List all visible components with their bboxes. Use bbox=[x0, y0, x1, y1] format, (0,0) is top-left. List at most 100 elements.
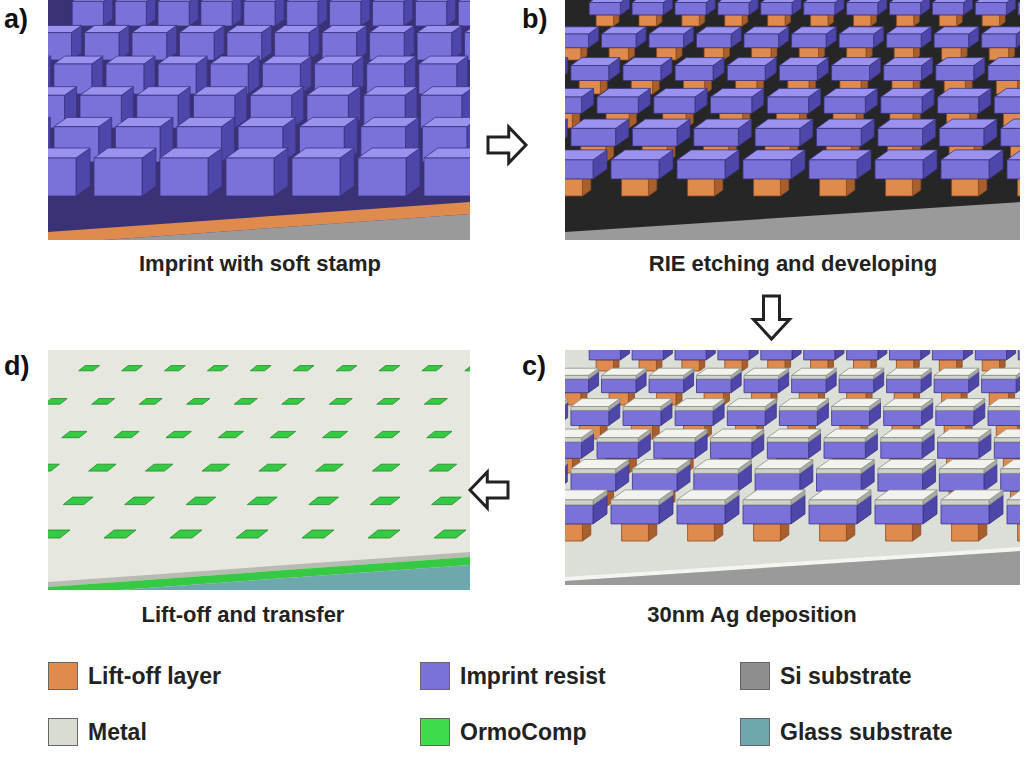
illustration-shape bbox=[887, 368, 932, 375]
illustration-shape bbox=[804, 350, 835, 360]
illustration-shape bbox=[104, 530, 136, 538]
illustration-shape bbox=[89, 464, 117, 471]
illustration-shape bbox=[743, 505, 791, 524]
illustration-shape bbox=[875, 490, 937, 500]
illustration-shape bbox=[1001, 119, 1020, 128]
illustration-shape bbox=[988, 399, 1020, 407]
illustration-shape bbox=[839, 379, 874, 393]
illustration-shape bbox=[744, 375, 779, 379]
illustration-shape bbox=[934, 375, 969, 379]
illustration-shape bbox=[565, 368, 599, 375]
illustration-shape bbox=[1018, 524, 1020, 541]
illustration-shape bbox=[694, 119, 752, 128]
illustration-shape bbox=[988, 411, 1020, 426]
illustration-shape bbox=[1007, 350, 1016, 360]
illustration-shape bbox=[48, 158, 76, 196]
illustration-shape bbox=[727, 58, 776, 66]
illustration-shape bbox=[718, 350, 749, 360]
illustration-shape bbox=[654, 429, 707, 438]
illustration-shape bbox=[964, 350, 973, 360]
illustration-shape bbox=[938, 88, 991, 97]
illustration-shape bbox=[160, 148, 222, 158]
step-caption: Lift-off and transfer bbox=[142, 603, 345, 627]
illustration-shape bbox=[465, 366, 470, 371]
illustration-shape bbox=[1001, 469, 1020, 474]
illustration-shape bbox=[936, 399, 985, 407]
illustration-shape bbox=[878, 119, 936, 128]
illustration-shape bbox=[875, 160, 923, 179]
illustration-shape bbox=[706, 350, 715, 360]
illustration-shape bbox=[743, 160, 791, 179]
illustration-shape bbox=[329, 399, 352, 405]
illustration-shape bbox=[424, 148, 470, 158]
illustration-shape bbox=[571, 128, 616, 146]
illustration-shape bbox=[854, 15, 871, 26]
illustration-shape bbox=[809, 150, 871, 160]
illustration-shape bbox=[654, 88, 707, 97]
illustration-shape bbox=[292, 148, 354, 158]
illustration-shape bbox=[1001, 460, 1020, 469]
process-step-panel: c)30nm Ag deposition bbox=[518, 345, 1025, 635]
illustration-shape bbox=[792, 368, 837, 375]
illustration-shape bbox=[677, 160, 725, 179]
illustration-shape bbox=[315, 56, 364, 64]
illustration-shape bbox=[767, 429, 820, 438]
illustration-shape bbox=[988, 407, 1020, 411]
illustration-shape bbox=[262, 56, 311, 64]
illustration-shape bbox=[939, 128, 984, 146]
illustration-shape bbox=[677, 500, 725, 505]
illustration-shape bbox=[688, 524, 715, 541]
illustration-shape bbox=[941, 150, 1003, 160]
illustration-shape bbox=[982, 379, 1017, 393]
illustration-shape bbox=[677, 505, 725, 524]
illustration-shape bbox=[875, 505, 923, 524]
illustration-shape bbox=[820, 524, 847, 541]
illustration-shape bbox=[711, 88, 764, 97]
illustration-shape bbox=[809, 505, 857, 524]
panel-letter: a) bbox=[4, 6, 28, 33]
illustration-shape bbox=[824, 97, 865, 113]
illustration-shape bbox=[48, 148, 90, 158]
illustration-shape bbox=[878, 469, 923, 474]
illustration-shape bbox=[881, 429, 934, 438]
illustration-shape bbox=[565, 460, 567, 469]
illustration-shape bbox=[375, 431, 400, 437]
illustration-shape bbox=[779, 411, 817, 426]
illustration-shape bbox=[936, 66, 974, 81]
illustration-shape bbox=[361, 0, 370, 26]
illustration-shape bbox=[936, 58, 985, 66]
illustration-shape bbox=[755, 469, 800, 474]
illustration-shape bbox=[994, 97, 1020, 113]
illustration-shape bbox=[725, 15, 742, 26]
illustration-shape bbox=[755, 460, 813, 469]
illustration-shape bbox=[887, 375, 922, 379]
illustration-shape bbox=[623, 66, 661, 81]
illustration-shape bbox=[939, 119, 997, 128]
illustration-shape bbox=[697, 368, 742, 375]
panel-letter: b) bbox=[522, 6, 547, 33]
illustration-shape bbox=[677, 150, 739, 160]
illustration-shape bbox=[424, 158, 470, 196]
illustration-shape bbox=[115, 117, 173, 126]
illustration-shape bbox=[779, 58, 828, 66]
illustration-shape bbox=[48, 399, 67, 405]
illustration-shape bbox=[1018, 3, 1020, 15]
illustration-shape bbox=[964, 0, 973, 15]
illustration-shape bbox=[54, 117, 112, 126]
illustration-shape bbox=[767, 438, 808, 442]
illustration-shape bbox=[125, 497, 155, 505]
illustration-shape bbox=[792, 0, 801, 15]
illustration-shape bbox=[623, 407, 661, 411]
illustration-shape bbox=[755, 473, 800, 491]
illustration-shape bbox=[890, 350, 921, 360]
illustration-shape bbox=[48, 25, 82, 32]
illustration-shape bbox=[767, 442, 808, 458]
illustration-shape bbox=[250, 87, 303, 96]
illustration-shape bbox=[632, 469, 677, 474]
illustration-shape bbox=[597, 438, 638, 442]
illustration-shape bbox=[54, 56, 103, 64]
illustration-shape bbox=[187, 399, 210, 405]
